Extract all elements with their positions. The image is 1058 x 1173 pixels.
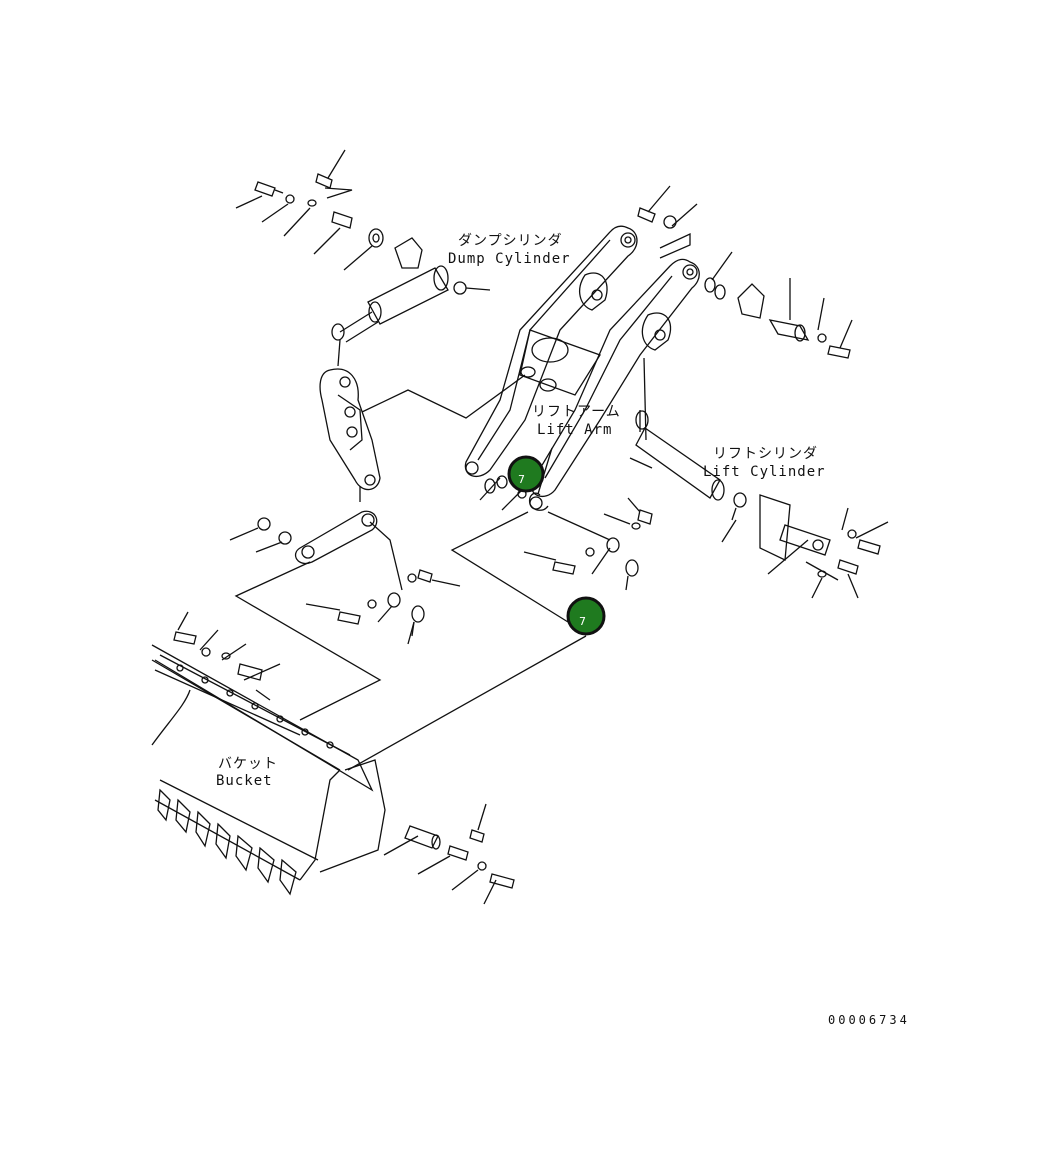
lift-arm-label-en: Lift Arm: [537, 422, 612, 438]
lift-cylinder: [635, 410, 831, 561]
dump-cylinder-label-en: Dump Cylinder: [448, 251, 571, 267]
bucket-label-en: Bucket: [216, 773, 273, 789]
leader-lines: [177, 149, 889, 905]
bucket-teeth: [157, 788, 297, 896]
bucket-label-jp: バケット: [218, 756, 278, 772]
lift-cylinder-label-en: Lift Cylinder: [703, 464, 826, 480]
lift-arm-label-jp: リフトアーム: [532, 404, 621, 420]
dump-cylinder: [295, 265, 449, 565]
lift-arm: [464, 225, 700, 511]
callout-number: 7: [518, 473, 525, 486]
drawing-code: 00006734: [828, 1013, 910, 1027]
lift-cylinder-label-jp: リフトシリンダ: [713, 446, 818, 462]
callout-marker[interactable]: 7: [566, 596, 606, 636]
callout-marker[interactable]: 7: [507, 455, 545, 493]
callout-number: 7: [579, 615, 586, 628]
dump-cylinder-label-jp: ダンプシリンダ: [458, 233, 563, 249]
hardware-parts: [173, 173, 881, 889]
bucket: [151, 644, 441, 896]
labels: ダンプシリンダ Dump Cylinder リフトアーム Lift Arm リフ…: [216, 233, 910, 1027]
